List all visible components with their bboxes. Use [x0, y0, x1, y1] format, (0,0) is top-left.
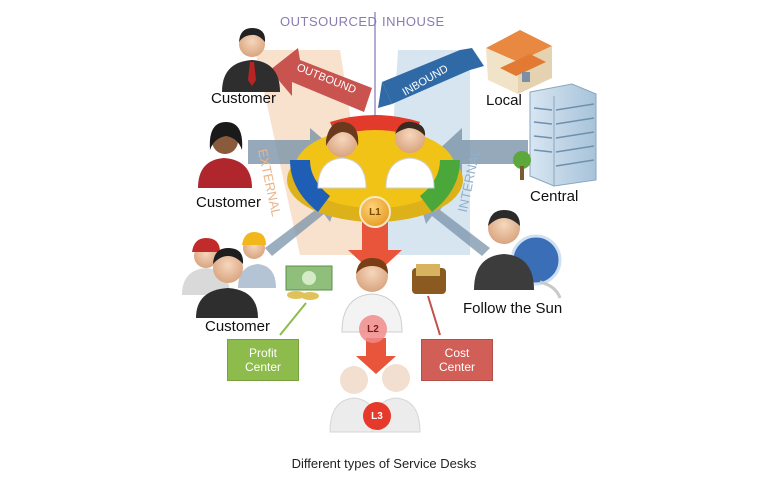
local-house-icon [486, 30, 552, 94]
inhouse-header: INHOUSE [382, 14, 445, 29]
cost-line2: Center [438, 360, 476, 374]
agent-left [317, 121, 367, 189]
follow-sun-figure [474, 210, 562, 299]
local-label: Local [486, 92, 522, 109]
customer-top-label: Customer [211, 90, 277, 107]
profit-line2: Center [244, 360, 282, 374]
customer-group-figure [182, 232, 276, 318]
central-building-icon [513, 83, 597, 187]
side-arrow [418, 196, 490, 256]
money-icon [285, 265, 333, 300]
flow-arrow [356, 338, 396, 374]
wallet-icon [412, 264, 446, 294]
outbound-arrow [270, 48, 372, 112]
customer-mid-figure [198, 122, 252, 188]
central-label: Central [530, 188, 579, 205]
level-l3-label: L3 [371, 411, 383, 422]
level-l1-orb [359, 196, 391, 228]
follow-sun-label: Follow the Sun [463, 300, 563, 317]
customer-top-figure [222, 28, 280, 92]
profit-line1: Profit [248, 346, 277, 360]
l3-experts [329, 364, 421, 433]
cost-line1: Cost [444, 346, 470, 360]
agent-right [385, 121, 435, 189]
customer-mid-label: Customer [196, 194, 262, 211]
inbound-arrow [378, 48, 484, 108]
l2-specialist [341, 258, 403, 343]
diagram-caption: Different types of Service Desks [291, 456, 477, 471]
outsourced-header: OUTSOURCED [280, 14, 378, 29]
flow-arrow [348, 215, 402, 275]
level-l2-label: L2 [367, 324, 379, 335]
customer-bottom-label: Customer [205, 318, 271, 335]
level-l1-label: L1 [369, 207, 381, 218]
